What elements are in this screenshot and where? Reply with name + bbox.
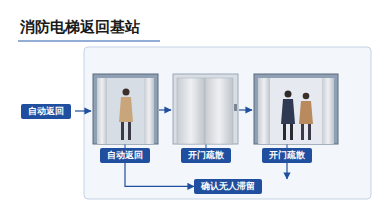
step-box: 自动返回 <box>21 104 71 119</box>
step-label: 自动返回 <box>107 150 143 160</box>
step-box: 自动返回 <box>100 148 150 163</box>
diagram-title: 消防电梯返回基站 <box>20 18 140 37</box>
step-box: 开门疏散 <box>181 148 231 163</box>
flow-connector <box>125 163 194 187</box>
flow-connector <box>286 163 287 179</box>
step-box: 开门疏散 <box>262 148 312 163</box>
step-label: 自动返回 <box>28 106 64 116</box>
step-label: 开门疏散 <box>269 150 305 160</box>
step-box: 确认无人滞留 <box>194 179 262 194</box>
step-label: 确认无人滞留 <box>201 181 255 191</box>
step-label: 开门疏散 <box>188 150 224 160</box>
